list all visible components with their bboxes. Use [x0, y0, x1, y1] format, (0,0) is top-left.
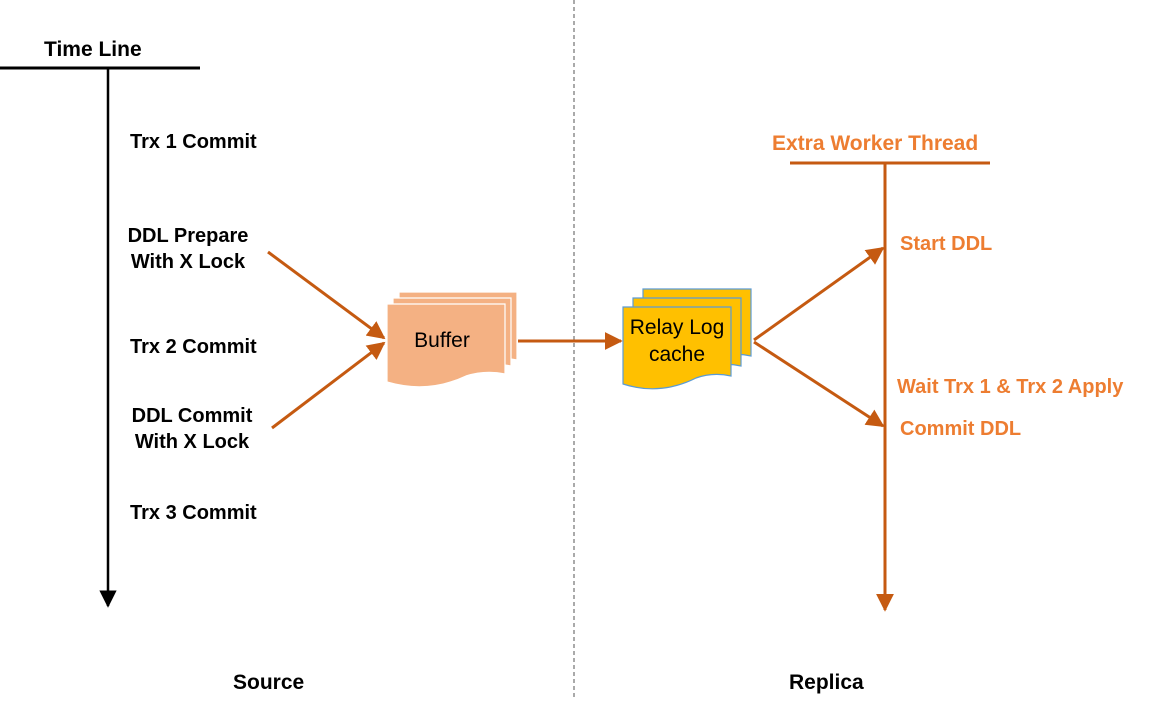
ddl-prepare-arrow [267, 250, 386, 340]
buffer-label: Buffer [414, 329, 470, 352]
relay-log-line-1: Relay Log [629, 316, 725, 339]
relay-log-doc-stack [622, 288, 752, 390]
timeline-title: Time Line [44, 38, 142, 61]
ddl-commit-line-2: With X Lock [134, 431, 250, 453]
ddl-commit-line-1: DDL Commit [131, 405, 253, 427]
commit-ddl-label: Commit DDL [900, 418, 1022, 440]
trx1-commit-label: Trx 1 Commit [130, 131, 257, 153]
replica-section-label: Replica [789, 671, 864, 694]
relay-to-commit-ddl-arrow [753, 340, 885, 428]
start-ddl-label: Start DDL [900, 233, 993, 255]
trx3-commit-label: Trx 3 Commit [130, 502, 257, 524]
buffer-doc-stack [386, 291, 518, 388]
relay-to-start-ddl-arrow [753, 246, 885, 342]
relay-log-label: Relay Log cache [623, 314, 731, 368]
ddl-commit-label: DDL Commit With X Lock [122, 403, 262, 455]
ddl-prepare-line-1: DDL Prepare [127, 225, 249, 247]
relay-log-line-2: cache [648, 343, 706, 366]
wait-apply-label: Wait Trx 1 & Trx 2 Apply [897, 376, 1124, 398]
source-section-label: Source [233, 671, 305, 694]
ddl-prepare-label: DDL Prepare With X Lock [118, 223, 258, 275]
worker-thread-title: Extra Worker Thread [772, 132, 979, 155]
trx2-commit-label: Trx 2 Commit [130, 336, 257, 358]
ddl-prepare-line-2: With X Lock [130, 251, 246, 273]
ddl-commit-arrow [271, 341, 386, 430]
